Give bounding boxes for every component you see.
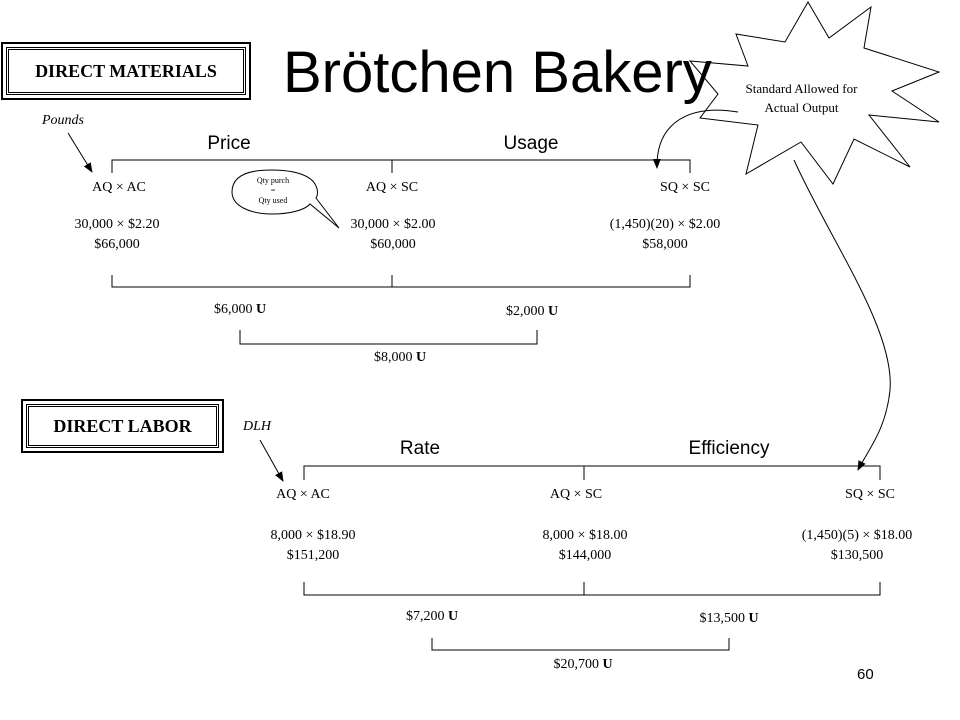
materials-col3-values: (1,450)(20) × $2.00 $58,000 [610, 215, 721, 255]
labor-col1-total: $151,200 [286, 548, 340, 563]
materials-col1-calc: 30,000 × $2.20 [74, 217, 160, 232]
labor-col1-values: 8,000 × $18.90 $151,200 [271, 526, 356, 566]
direct-materials-label: DIRECT MATERIALS [35, 60, 217, 81]
materials-total-variance-amount: $8,000 [373, 350, 413, 365]
materials-total-variance: $8,000 U [374, 350, 426, 366]
pounds-arrow [67, 132, 93, 173]
materials-usage-variance: $2,000 U [506, 304, 558, 320]
materials-top-bracket [111, 159, 691, 173]
labor-rate-heading: Rate [399, 438, 441, 459]
labor-efficiency-variance-amount: $13,500 [699, 611, 745, 626]
materials-price-heading: Price [207, 133, 251, 154]
page-number: 60 [857, 666, 874, 683]
materials-col2-total: $60,000 [370, 237, 416, 252]
materials-usage-variance-amount: $2,000 [505, 304, 545, 319]
labor-col3-total: $130,500 [830, 548, 884, 563]
materials-total-bracket [239, 330, 538, 345]
materials-col2-calc: 30,000 × $2.00 [350, 217, 436, 232]
materials-col3-total: $58,000 [642, 237, 688, 252]
labor-col2-header: AQ × SC [549, 487, 603, 502]
materials-col3-calc: (1,450)(20) × $2.00 [609, 217, 721, 232]
labor-col3-header: SQ × SC [845, 487, 895, 502]
labor-bottom-bracket [303, 582, 881, 596]
labor-total-bracket [431, 638, 730, 651]
starburst-note: Standard Allowed for Actual Output [745, 81, 858, 115]
labor-col1-header: AQ × AC [276, 487, 330, 502]
materials-price-variance-amount: $6,000 [213, 302, 253, 317]
materials-price-variance-flag: U [255, 302, 267, 317]
labor-rate-variance-amount: $7,200 [405, 609, 445, 624]
labor-top-bracket [303, 465, 881, 480]
bubble-line1: Qty purch [256, 176, 290, 185]
materials-col2-values: 30,000 × $2.00 $60,000 [351, 215, 436, 255]
materials-col1-header: AQ × AC [92, 180, 146, 195]
materials-unit-note: Pounds [42, 113, 84, 128]
materials-usage-variance-flag: U [547, 304, 559, 319]
labor-rate-variance-flag: U [447, 609, 459, 624]
labor-rate-variance: $7,200 U [406, 609, 458, 625]
labor-unit-note: DLH [243, 419, 272, 434]
starburst-to-materials-arrow [652, 109, 739, 169]
bubble-line3: Qty used [258, 196, 288, 205]
bubble-line2: = [270, 186, 276, 195]
materials-col1-values: 30,000 × $2.20 $66,000 [75, 215, 160, 255]
starburst-to-labor-arrow [793, 159, 891, 471]
materials-usage-heading: Usage [503, 133, 559, 154]
labor-efficiency-variance: $13,500 U [699, 611, 758, 627]
direct-labor-label: DIRECT LABOR [53, 415, 192, 436]
materials-col3-header: SQ × SC [660, 180, 710, 195]
labor-col2-total: $144,000 [558, 548, 612, 563]
direct-materials-box: DIRECT MATERIALS [1, 42, 251, 100]
page-title: Brötchen Bakery [283, 40, 712, 105]
labor-total-variance-flag: U [602, 657, 613, 672]
labor-efficiency-variance-flag: U [748, 611, 759, 626]
labor-col2-values: 8,000 × $18.00 $144,000 [543, 526, 628, 566]
labor-col2-calc: 8,000 × $18.00 [542, 528, 628, 543]
labor-col3-calc: (1,450)(5) × $18.00 [801, 528, 913, 543]
starburst [688, 1, 941, 185]
speech-bubble-text: Qty purch = Qty used [257, 176, 289, 206]
labor-col3-values: (1,450)(5) × $18.00 $130,500 [802, 526, 913, 566]
speech-bubble [231, 169, 340, 229]
labor-total-variance-amount: $20,700 [553, 657, 599, 672]
labor-efficiency-heading: Efficiency [688, 438, 770, 459]
materials-price-variance: $6,000 U [214, 302, 266, 318]
materials-col1-total: $66,000 [94, 237, 140, 252]
materials-bottom-bracket [111, 275, 691, 288]
materials-total-variance-flag: U [415, 350, 427, 365]
dlh-arrow [259, 439, 284, 482]
materials-col2-header: AQ × SC [365, 180, 419, 195]
labor-total-variance: $20,700 U [553, 657, 612, 673]
labor-col1-calc: 8,000 × $18.90 [270, 528, 356, 543]
direct-labor-box: DIRECT LABOR [21, 399, 224, 453]
